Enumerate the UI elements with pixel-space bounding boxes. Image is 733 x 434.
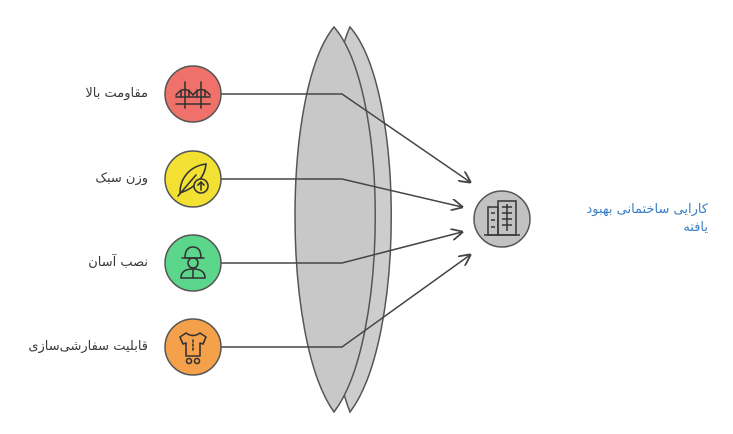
input-label-1: مقاومت بالا [85, 86, 148, 101]
output-label: کارایی ساختمانی بهبود یافته [558, 201, 708, 237]
connector-2 [221, 178, 462, 207]
output-label-line1: کارایی ساختمانی بهبود [586, 202, 708, 217]
worker-icon [180, 246, 206, 279]
input-nodes [164, 65, 222, 376]
building-icon [484, 200, 520, 236]
lens-front [294, 25, 376, 414]
tailoring-icon [179, 332, 207, 365]
output-label-line2: یافته [683, 220, 708, 235]
bridge-icon [175, 81, 211, 109]
feather-up-icon [177, 163, 209, 197]
input-label-2: وزن سبک [95, 171, 148, 186]
connector-lines [221, 93, 470, 348]
connector-3 [221, 232, 462, 264]
node-circle-4 [164, 318, 222, 376]
connector-1 [221, 93, 470, 182]
connector-4 [221, 255, 470, 348]
input-label-3: نصب آسان [88, 255, 148, 270]
input-label-4: قابلیت سفارشی‌سازی [28, 339, 148, 354]
node-circle-3 [164, 234, 222, 292]
